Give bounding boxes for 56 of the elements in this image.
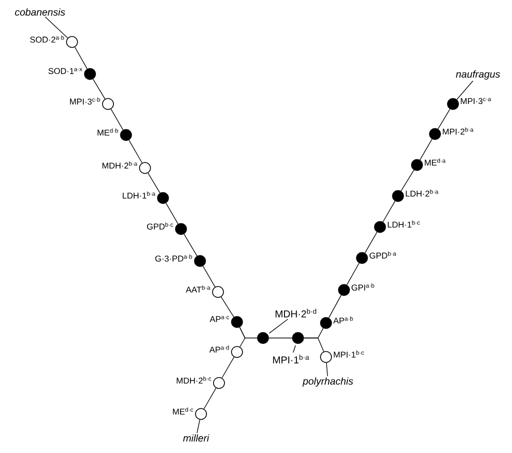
branch-line xyxy=(304,338,324,352)
leader-line xyxy=(292,345,296,353)
gene-label: ME$^{d·b}$ xyxy=(98,128,118,136)
gene-label: SOD·1$^{a·x}$ xyxy=(48,68,82,74)
gene-label: LDH·1$^{b·c}$ xyxy=(388,220,420,228)
species-name: milleri xyxy=(183,434,210,442)
branch-line xyxy=(364,232,378,254)
branch-line xyxy=(326,362,328,376)
branch-line xyxy=(128,140,142,164)
gene-label: MDH·2$^{b·c}$ xyxy=(176,376,212,384)
gene-label: AP$^{a·b}$ xyxy=(333,316,353,324)
branch-line xyxy=(220,296,234,318)
gene-label: MPI·3$^{c·a}$ xyxy=(460,98,492,104)
filled-circle xyxy=(292,332,304,344)
gene-label: GPD$^{b·c}$ xyxy=(147,222,174,230)
branch-line xyxy=(196,419,200,434)
gene-label: AP$^{a·c}$ xyxy=(210,316,230,322)
gene-label: MPI·2$^{b·a}$ xyxy=(442,127,474,135)
gene-label: MPI·1$^{b·c}$ xyxy=(334,350,364,358)
gene-label: G·3·PD$^{a·b}$ xyxy=(155,254,192,262)
branch-line xyxy=(92,78,106,100)
branch-line xyxy=(420,138,432,160)
gene-label: MPI·3$^{c·b}$ xyxy=(70,97,100,105)
gene-label: ME$^{d·a}$ xyxy=(424,158,446,166)
branch-line xyxy=(148,172,160,194)
gene-label: GPD$^{b·a}$ xyxy=(370,251,396,259)
branch-line xyxy=(456,80,474,100)
branch-line xyxy=(204,388,216,410)
leader-line xyxy=(268,318,288,334)
branch-line xyxy=(239,326,258,338)
branch-line xyxy=(44,16,68,38)
gene-label: MDH·2$^{b·d}$ xyxy=(276,308,316,318)
filled-circle xyxy=(257,332,269,344)
gene-label: MPI·1$^{b·a}$ xyxy=(273,354,310,364)
gene-label: SOD·2$^{a·b}$ xyxy=(30,35,64,43)
branch-line xyxy=(222,356,234,378)
gene-label: LDH·1$^{b·a}$ xyxy=(122,191,156,199)
branch-line xyxy=(382,200,396,222)
species-name: cobanensis xyxy=(15,8,66,16)
gene-label: ME$^{d·c}$ xyxy=(172,407,194,415)
species-name: polyrhachis xyxy=(302,377,354,387)
branch-line xyxy=(202,266,216,288)
branch-line xyxy=(400,170,414,192)
gene-label: MDH·2$^{b·a}$ xyxy=(102,161,138,169)
branch-line xyxy=(110,108,124,130)
branch-line xyxy=(166,202,178,224)
gene-label: LDH·2$^{b·a}$ xyxy=(406,189,438,197)
gene-label: AP$^{a·d}$ xyxy=(209,345,229,353)
branch-line xyxy=(74,46,88,70)
gene-label: AAT$^{b·a}$ xyxy=(186,285,210,293)
branch-line xyxy=(438,108,450,130)
branch-line xyxy=(346,262,360,286)
branch-line xyxy=(184,234,198,256)
branch-line xyxy=(328,294,342,318)
gene-label: GPI$^{a·b}$ xyxy=(352,283,374,291)
species-name: naufragus xyxy=(456,70,500,80)
